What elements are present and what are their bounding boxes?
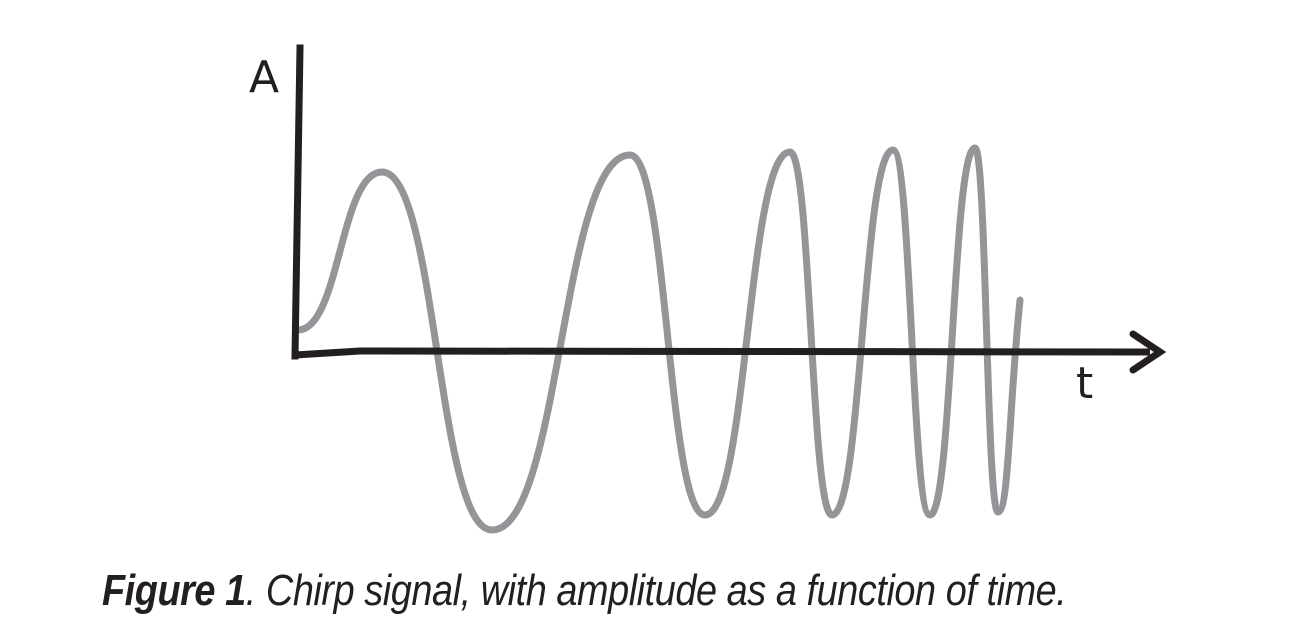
caption-label: Figure 1 — [102, 566, 246, 615]
y-axis — [291, 44, 304, 360]
chirp-signal-curve — [294, 144, 1024, 534]
x-axis-label: t — [1076, 358, 1093, 409]
x-axis — [294, 347, 1151, 359]
y-axis-label: A — [249, 52, 279, 103]
x-axis-arrow-icon — [1129, 330, 1167, 374]
chirp-diagram: A t — [249, 44, 1167, 534]
figure-caption: Figure 1. Chirp signal, with amplitude a… — [102, 566, 1117, 616]
caption-text: . Chirp signal, with amplitude as a func… — [245, 566, 1067, 615]
